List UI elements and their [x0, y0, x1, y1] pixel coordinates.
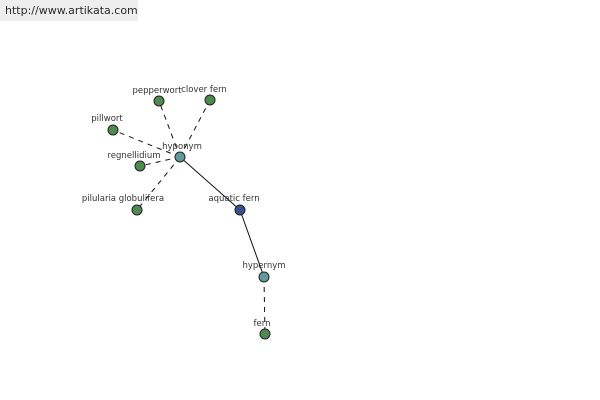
- node-label-aquatic-fern: aquatic fern: [208, 194, 259, 204]
- node-regnellidium[interactable]: [134, 160, 146, 172]
- node-label-pillwort: pillwort: [91, 114, 123, 124]
- node-pillwort[interactable]: [107, 124, 119, 136]
- node-aquatic-fern[interactable]: [234, 204, 246, 216]
- node-hypernym[interactable]: [258, 271, 270, 283]
- source-url-banner[interactable]: http://www.artikata.com: [0, 0, 138, 21]
- edge-hyponym-to-pilularia-globulifera: [136, 156, 181, 211]
- edge-hyponym-to-pillwort: [112, 129, 181, 158]
- node-label-hypernym: hypernym: [242, 261, 285, 271]
- edge-aquatic-fern-to-hyponym: [179, 156, 241, 211]
- node-clover-fern[interactable]: [204, 94, 216, 106]
- node-hyponym[interactable]: [174, 151, 186, 163]
- edges-layer: [112, 99, 266, 335]
- node-label-pepperwort: pepperwort: [132, 86, 182, 96]
- edge-hyponym-to-regnellidium: [139, 156, 181, 167]
- node-label-hyponym: hyponym: [162, 142, 202, 152]
- node-label-clover-fern: clover fern: [181, 85, 227, 95]
- nodes-layer: [107, 94, 271, 340]
- node-label-fern: fern: [254, 319, 271, 329]
- edge-aquatic-fern-to-hypernym: [239, 209, 265, 278]
- node-pilularia-globulifera[interactable]: [131, 204, 143, 216]
- node-label-regnellidium: regnellidium: [107, 151, 160, 161]
- node-pepperwort[interactable]: [153, 95, 165, 107]
- node-label-pilularia-globulifera: pilularia globulifera: [82, 194, 164, 204]
- edge-hyponym-to-clover-fern: [179, 99, 211, 158]
- node-fern[interactable]: [259, 328, 271, 340]
